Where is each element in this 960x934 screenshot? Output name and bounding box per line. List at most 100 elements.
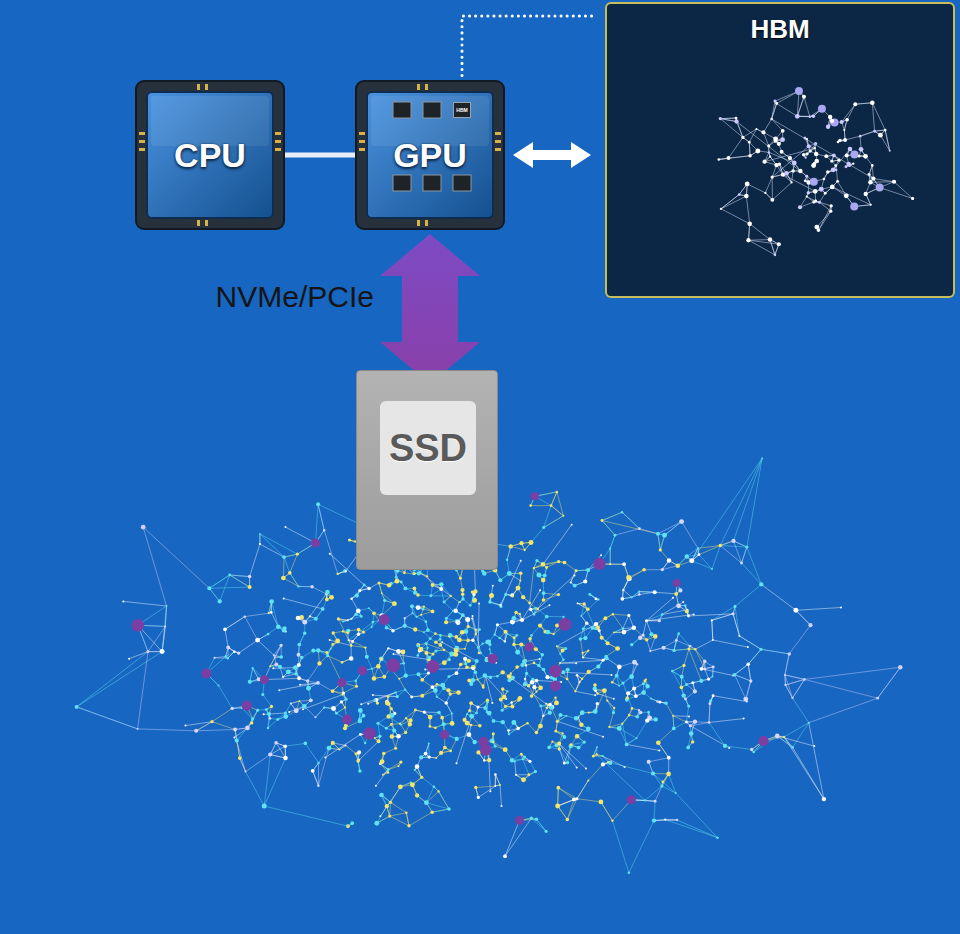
graph-node-dot [884,129,887,132]
graph-node-dot [775,102,778,105]
network-dot [554,697,556,699]
network-dot [474,670,478,674]
network-dot [294,708,299,713]
network-dot [689,724,692,727]
network-dot [626,575,631,580]
network-dot [321,607,325,611]
network-dot [622,627,625,630]
network-dot [425,620,428,623]
network-dot [478,628,481,631]
graph-node-dot [844,193,849,198]
network-hub [440,730,449,739]
network-dot [538,623,542,627]
network-dot [536,573,541,578]
graph-node-dot [831,118,839,126]
network-dot [294,672,297,675]
network-dot [638,527,641,530]
network-dot [687,615,690,618]
network-dot [471,665,476,670]
network-dot [607,761,609,763]
network-dot [631,707,634,710]
network-dot [475,633,477,635]
network-dot [556,491,559,494]
network-dot [297,585,299,587]
network-dot [281,576,286,581]
network-dot [618,685,620,687]
graph-node-dot [747,222,752,227]
network-dot [282,676,284,678]
network-dot [530,694,534,698]
network-dot [372,611,376,615]
network-dot [534,647,538,651]
network-dot [656,740,661,745]
chip-pin [275,148,281,151]
graph-node-dot [873,130,876,133]
network-dot [587,780,589,782]
network-dot [515,650,520,655]
graph-node-dot [850,203,858,211]
network-dot [424,752,428,756]
network-dot [424,800,429,805]
graph-node-dot [734,119,738,123]
network-dot [440,716,444,720]
network-dot [525,664,527,666]
network-dot [492,741,494,743]
network-dot [475,629,477,631]
graph-node-dot [858,155,861,158]
network-dot [572,797,576,801]
network-dot [672,727,676,731]
network-dot [699,679,703,683]
network-dot [288,571,292,575]
network-dot [267,633,270,636]
network-hub [363,727,376,740]
network-dot [405,717,407,719]
network-dot [649,632,653,636]
chip-pin [359,140,365,143]
network-dot [349,656,354,661]
network-dot [309,615,311,617]
network-dot [343,569,347,573]
network-dot [550,504,553,507]
network-dot [434,726,437,729]
network-dot [207,586,211,590]
network-dot [630,596,632,598]
network-dot [622,589,624,591]
network-dot [501,687,504,690]
network-dot [420,776,423,779]
network-dot [380,759,385,764]
network-dot [489,676,492,679]
network-dot [687,705,690,708]
graph-node-dot [826,125,830,129]
network-dot [399,723,401,725]
network-dot [704,668,706,670]
network-dot [535,559,538,562]
network-dot [340,700,343,703]
graph-node-dot [835,169,837,171]
network-dot [427,672,430,675]
network-dot [562,735,566,739]
network-dot [309,698,313,702]
network-dot [563,561,567,565]
network-dot [482,571,486,575]
network-dot [510,672,512,674]
chip-pin [495,148,501,151]
network-dot [237,651,240,654]
network-dot [310,585,313,588]
network-dot [471,667,474,670]
network-dot [296,616,301,621]
network-dot [654,800,657,803]
network-dot [437,790,439,792]
graph-node-dot [777,242,781,246]
network-dot [457,638,462,643]
network-dot [752,751,755,754]
network-dot [460,630,465,635]
graph-node-dot [744,194,749,199]
network-dot [337,617,340,620]
network-dot [404,731,407,734]
network-dot [350,821,354,825]
network-dot [650,698,652,700]
network-dot [808,722,810,724]
graph-node-dot [807,144,811,148]
graph-node-dot [870,101,875,106]
network-dot [429,637,432,640]
